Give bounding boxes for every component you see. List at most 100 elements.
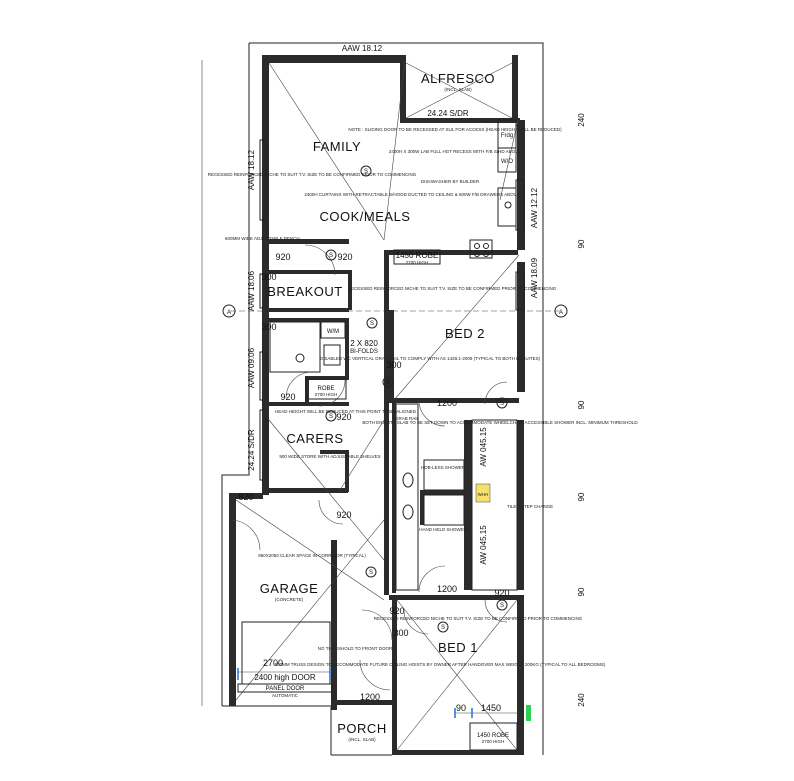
label-aaw-right-bed2: AAW 18.09 <box>530 257 539 298</box>
label-bifolds: 2 X 820 <box>350 339 378 348</box>
dim-right-90: 90 <box>577 587 586 596</box>
note-alfresco: NOTE : SLIDING DOOR TO BE RECESSED AT SU… <box>348 127 562 132</box>
label-robe-bed1-sub: 2700 HIGH <box>482 739 505 744</box>
label-aw-ens1: AW 045.15 <box>479 427 488 467</box>
label-aaw-left-carers: AAW 09.06 <box>247 347 256 388</box>
note-retract: 2400H CURTAINS WITH RETRACTABLE S/HOOD D… <box>304 192 519 197</box>
dim-920: 920 <box>389 606 404 616</box>
sink <box>504 201 512 209</box>
dim-right-90: 90 <box>577 492 586 501</box>
dim-920: 920 <box>280 392 295 402</box>
window-family <box>259 139 267 221</box>
dim-920: 920 <box>337 252 352 262</box>
note-family: RECESSED REINFORCED NICHE TO SUIT T.V. S… <box>208 172 417 177</box>
dim-300: 300 <box>261 272 276 282</box>
robe-bed1-box <box>469 722 518 751</box>
grid-label-left: A <box>227 310 231 316</box>
room-label-breakout: BREAKOUT <box>267 284 343 299</box>
smoke-detector-icon: S <box>500 401 504 407</box>
wc-icon <box>402 472 414 488</box>
dim-920: 920 <box>336 412 351 422</box>
note-tiled: TILED STEP CHANGE <box>507 504 553 509</box>
dim-1200: 1200 <box>360 692 380 702</box>
room-label-garage: GARAGE <box>260 581 319 596</box>
shower-1 <box>423 459 465 491</box>
room-label-alfresco: ALFRESCO <box>421 71 495 86</box>
label-sdr-left: 24.24 S/DR <box>247 429 256 471</box>
boundary-line <box>249 42 544 755</box>
note-panel: HAND HELD SHOWER <box>419 527 467 532</box>
room-label-bed1: BED 1 <box>438 640 478 655</box>
dim-right-240-bottom: 240 <box>577 693 586 707</box>
dim-920: 920 <box>275 252 290 262</box>
label-panel-door-sub: AUTOMATIC <box>272 693 299 698</box>
label-fridge: Frdg <box>501 133 513 139</box>
wc-icon <box>295 353 305 363</box>
smoke-detector-icon: S <box>369 570 373 576</box>
wc-icon <box>402 504 414 520</box>
dim-right-90: 90 <box>577 239 586 248</box>
smoke-detector-icon: S <box>329 253 333 259</box>
smoke-detector-icon: S <box>370 321 374 327</box>
note-clear: 850X2050 CLEAR SPACE IN CORRIDOR (TYPICA… <box>258 553 366 558</box>
dim-1450: 1450 <box>481 703 501 713</box>
burner-icon <box>474 251 480 257</box>
whh-box <box>475 483 491 503</box>
label-aaw-top: AAW 18.12 <box>342 44 383 53</box>
note-grab-rail: GRAB RAIL <box>395 416 420 421</box>
boundary-line-left <box>221 43 250 706</box>
note-ensuite: BOTH ENSUITE SLAB TO BE SET DOWN TO ACCO… <box>362 420 638 425</box>
smoke-detector-icon: S <box>500 603 504 609</box>
ensuite-wall-left <box>395 403 419 591</box>
note-truss: 900MM TRUSS DESIGN TO ACCOMMODATE FUTURE… <box>275 662 606 667</box>
room-label-family: FAMILY <box>313 139 361 154</box>
panel-door <box>237 683 333 693</box>
dim-1200: 1200 <box>437 398 457 408</box>
burner-icon <box>474 243 480 249</box>
dim-920: 920 <box>336 510 351 520</box>
ensuite-wet-area <box>471 419 518 591</box>
dim-300: 300 <box>393 628 408 638</box>
burner-icon <box>483 243 489 249</box>
room-label-cook-meals: COOK/MEALS <box>320 209 411 224</box>
label-robe-carers: ROBE <box>317 386 334 392</box>
smoke-detector-icon: S <box>364 169 368 175</box>
label-aw-ens2: AW 045.15 <box>479 525 488 565</box>
laundry-tub <box>323 344 341 366</box>
robe-carers-box <box>305 378 347 400</box>
label-robe-carers-sub: 2700 HIGH <box>315 392 338 397</box>
laundry-area <box>269 321 321 373</box>
label-whh: WHH <box>478 492 489 497</box>
dim-920: 920 <box>494 588 509 598</box>
wall-oven-box <box>497 147 517 173</box>
grid-bubble-right <box>554 304 568 318</box>
wm-box <box>320 321 346 339</box>
note-bed2: RECESSED REINFORCED NICHE TO SUIT T.V. S… <box>348 286 557 291</box>
label-garage-door: 2400 high DOOR <box>254 673 316 682</box>
label-panel-door: PANEL DOOR <box>266 686 305 692</box>
label-aaw-right-mid: AAW 12.12 <box>530 187 539 228</box>
dim-90: 90 <box>456 703 466 713</box>
burner-icon <box>483 251 489 257</box>
room-sub-alfresco: (INCL. SLAB) <box>444 87 472 92</box>
room-label-porch: PORCH <box>337 721 386 736</box>
window-bed2 <box>515 271 525 311</box>
note-dishwasher: DISHWASHER BY BUILDER <box>421 179 480 184</box>
label-robe-bed1: 1450 ROBE <box>477 733 509 739</box>
label-robe-top-sub: 2700 HIGH <box>406 260 429 265</box>
label-aaw-left-top: AAW 18.12 <box>247 149 256 190</box>
roof-diagonals <box>235 59 520 751</box>
note-bench: 600MM WIDE ADJUSTABLE BENCH <box>225 236 300 241</box>
note-carers-hgt: HEAD HEIGHT WILL BE REDUCED AT THIS POIN… <box>275 409 417 414</box>
cooktop <box>469 239 493 259</box>
note-shower: HOB-LESS SHOWER <box>421 465 466 470</box>
note-carers: 900 WIDE STORE WITH ADJUSTABLE SHELVES <box>279 454 380 459</box>
note-grab: DISABLED WC VERTICAL GRAB RAIL TO COMPLY… <box>320 356 541 361</box>
dim-right-240-top: 240 <box>577 113 586 127</box>
note-lab: 2400H X 300W LAB FULL HGT RECESS WITH F/… <box>389 149 521 154</box>
note-bed1: RECESSED REINFORCED NICHE TO SUIT T.V. S… <box>374 616 583 621</box>
shower-2 <box>423 494 465 526</box>
window-breakout <box>259 273 267 309</box>
dim-820: 820 <box>238 492 253 502</box>
